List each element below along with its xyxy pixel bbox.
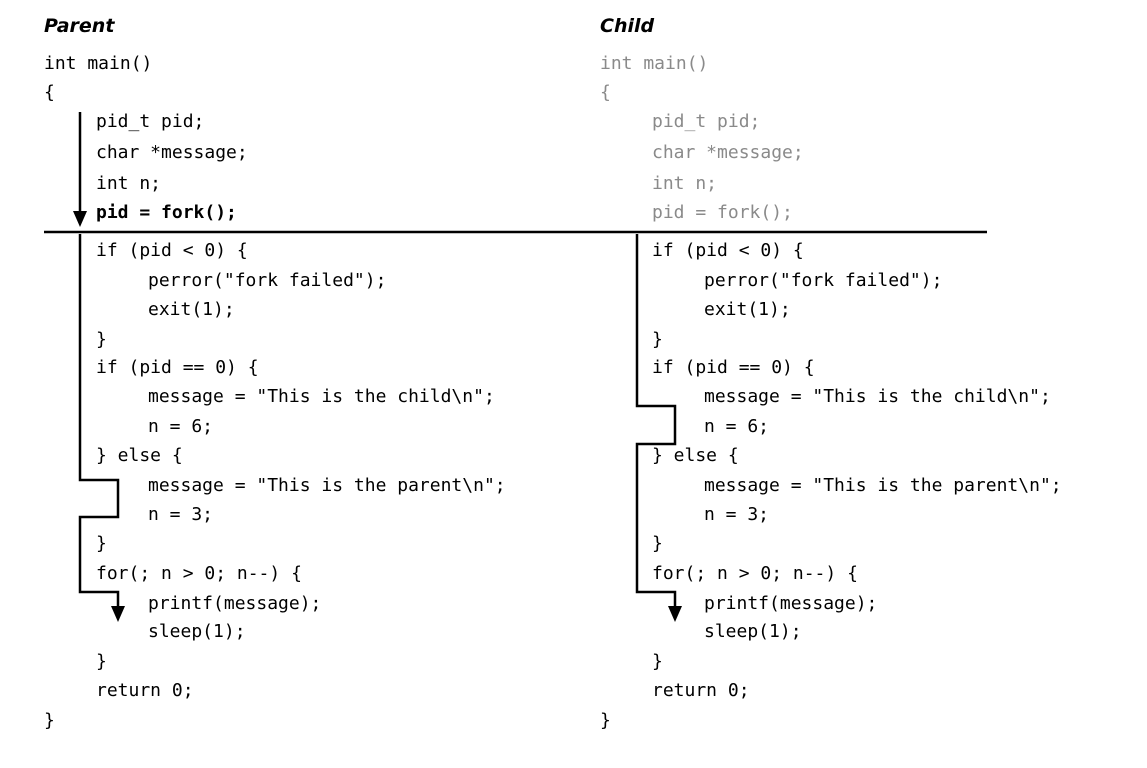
child-code-line: if (pid == 0) {	[652, 357, 815, 378]
parent-code-line: exit(1);	[148, 299, 235, 320]
child-code-line: {	[600, 82, 611, 103]
parent-execution-path	[78, 234, 120, 608]
parent-code-line: n = 3;	[148, 504, 214, 525]
parent-code-line: perror("fork failed");	[148, 270, 387, 291]
child-code-line: }	[600, 710, 611, 731]
parent-pre-fork-arrowhead	[73, 211, 87, 227]
child-code-line: if (pid < 0) {	[652, 240, 804, 261]
parent-code-line: message = "This is the child\n";	[148, 386, 495, 407]
child-execution-arrowhead	[668, 606, 682, 622]
child-code-line: int n;	[652, 173, 718, 194]
child-code-line: pid = fork();	[652, 202, 793, 223]
child-code-line: message = "This is the child\n";	[704, 386, 1051, 407]
parent-code-line: {	[44, 82, 55, 103]
child-code-line: exit(1);	[704, 299, 791, 320]
child-code-line: return 0;	[652, 680, 750, 701]
child-code-line: sleep(1);	[704, 621, 802, 642]
parent-code-line: for(; n > 0; n--) {	[96, 563, 302, 584]
child-code-line: int main()	[600, 53, 709, 74]
parent-code-line: }	[44, 710, 55, 731]
child-heading: Child	[600, 15, 655, 37]
parent-code-line: }	[96, 651, 107, 672]
child-code-line: }	[652, 651, 663, 672]
parent-code-line: message = "This is the parent\n";	[148, 475, 506, 496]
child-code-line: pid_t pid;	[652, 111, 761, 132]
child-code-line: }	[652, 329, 663, 350]
parent-code-line: int main()	[44, 53, 153, 74]
parent-code-line: if (pid == 0) {	[96, 357, 259, 378]
child-code-line: for(; n > 0; n--) {	[652, 563, 858, 584]
child-code-line: perror("fork failed");	[704, 270, 943, 291]
child-code-line: char *message;	[652, 142, 804, 163]
parent-code-line: char *message;	[96, 142, 248, 163]
parent-execution-arrowhead	[111, 606, 125, 622]
child-code-line: }	[652, 533, 663, 554]
child-code-line: printf(message);	[704, 593, 878, 614]
child-code-line: } else {	[652, 445, 739, 466]
parent-code-line: return 0;	[96, 680, 194, 701]
parent-code-line: pid = fork();	[96, 202, 237, 223]
child-code-line: message = "This is the parent\n";	[704, 475, 1062, 496]
parent-code-line: sleep(1);	[148, 621, 246, 642]
parent-code-line: pid_t pid;	[96, 111, 205, 132]
parent-code-line: int n;	[96, 173, 162, 194]
child-code-line: n = 6;	[704, 416, 770, 437]
parent-code-line: }	[96, 533, 107, 554]
child-code-line: n = 3;	[704, 504, 770, 525]
parent-code-line: if (pid < 0) {	[96, 240, 248, 261]
parent-code-line: } else {	[96, 445, 183, 466]
parent-code-line: }	[96, 329, 107, 350]
parent-code-line: printf(message);	[148, 593, 322, 614]
parent-code-line: n = 6;	[148, 416, 214, 437]
child-execution-path	[635, 234, 677, 608]
parent-heading: Parent	[44, 15, 115, 37]
